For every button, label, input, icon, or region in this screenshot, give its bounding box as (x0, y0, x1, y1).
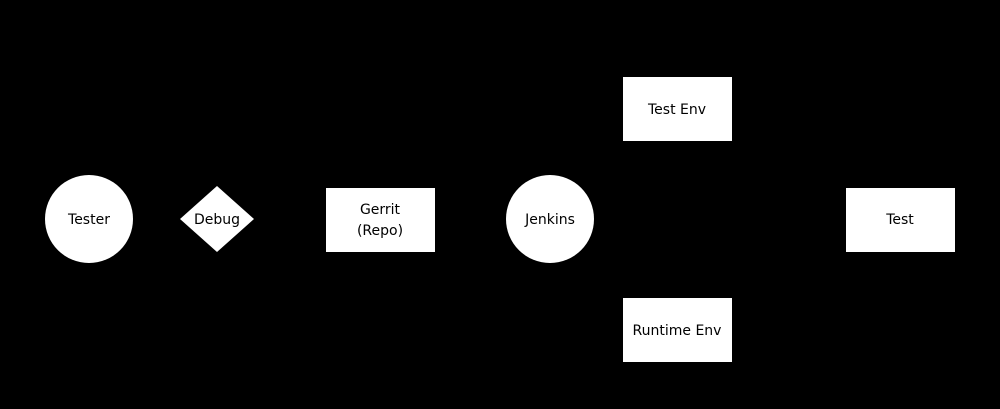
test-env-box (623, 77, 732, 141)
test-label: Test (885, 212, 914, 228)
jenkins-circle (506, 175, 594, 263)
gerrit-label-line2: (Repo) (357, 223, 403, 239)
debug-label: Debug (194, 212, 240, 228)
edge-runtime-env-test (731, 232, 847, 319)
node-debug[interactable]: Debug (180, 186, 254, 252)
runtime-env-label: Runtime Env (633, 323, 722, 339)
edge-jenkins-test-env (584, 119, 624, 196)
debug-diamond (180, 186, 254, 252)
test-box (846, 188, 955, 252)
gerrit-box (326, 188, 435, 252)
jenkins-label: Jenkins (524, 212, 575, 228)
node-test[interactable]: Test (846, 188, 955, 252)
node-gerrit[interactable]: Gerrit (Repo) (326, 188, 435, 252)
node-test-env[interactable]: Test Env (623, 77, 732, 141)
tester-label: Tester (67, 212, 110, 228)
runtime-env-box (623, 298, 732, 362)
edge-test-env-test (731, 119, 847, 206)
node-runtime-env[interactable]: Runtime Env (623, 298, 732, 362)
tester-circle (45, 175, 133, 263)
diagram-edges (133, 119, 847, 319)
node-tester[interactable]: Tester (45, 175, 133, 263)
edge-jenkins-runtime-env (584, 242, 624, 319)
gerrit-label-line1: Gerrit (360, 202, 401, 218)
test-env-label: Test Env (647, 102, 706, 118)
node-jenkins[interactable]: Jenkins (506, 175, 594, 263)
